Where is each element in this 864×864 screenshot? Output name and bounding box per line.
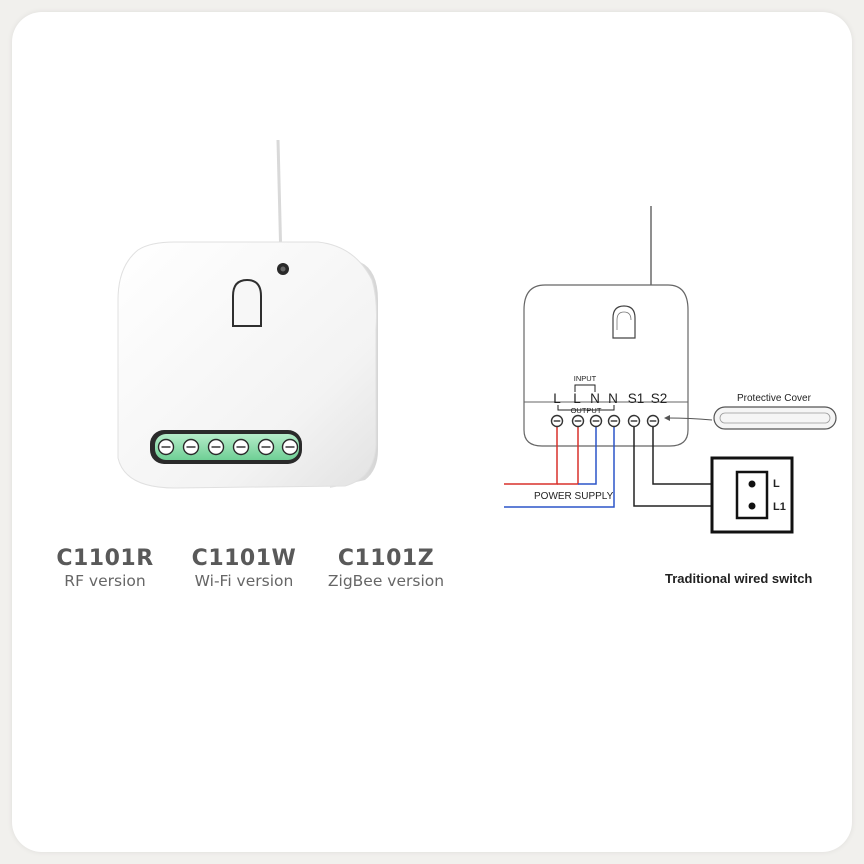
terminal-screws-photo (157, 438, 299, 456)
power-supply-label: POWER SUPPLY (534, 491, 614, 502)
output-label: OUTPUT (571, 406, 602, 415)
wire-n-input (578, 426, 597, 485)
model-wifi: C1101W Wi-Fi version (184, 546, 304, 590)
terminal-screws-diagram (550, 414, 660, 428)
diagram-button (612, 305, 636, 339)
switch-terminal-l1: L1 (773, 501, 786, 513)
module-body (117, 241, 377, 489)
model-version: Wi-Fi version (194, 572, 294, 590)
wiring-diagram: INPUT OUTPUT L L N N S1 S2 POWER SUPPLY … (504, 206, 837, 586)
terminal-label-n-in: N (590, 391, 600, 406)
terminal-label-s2: S2 (651, 391, 668, 406)
protective-cover-label: Protective Cover (737, 393, 812, 404)
terminal-label-s1: S1 (628, 391, 645, 406)
protective-cover-part (713, 406, 837, 430)
model-version: ZigBee version (327, 572, 445, 590)
diagram-module-outline (523, 284, 689, 447)
terminal-label-n-out: N (608, 391, 618, 406)
wired-switch-caption: Traditional wired switch (665, 571, 812, 586)
model-code: C1101Z (337, 546, 435, 571)
cover-pointer (667, 417, 713, 421)
product-module-image (117, 139, 378, 489)
pairing-button (232, 278, 262, 327)
switch-terminal-l: L (773, 478, 780, 490)
wire-n-output (504, 426, 615, 508)
model-code: C1101W (191, 546, 297, 571)
model-zigbee: C1101Z ZigBee version (322, 546, 450, 590)
model-rf: C1101R RF version (50, 546, 160, 590)
model-code: C1101R (56, 546, 154, 571)
input-label: INPUT (574, 374, 597, 383)
wired-switch-terminal-block (735, 470, 769, 520)
terminal-label-l-in: L (573, 391, 581, 406)
terminal-label-l-out: L (553, 391, 561, 406)
model-version: RF version (64, 572, 146, 590)
